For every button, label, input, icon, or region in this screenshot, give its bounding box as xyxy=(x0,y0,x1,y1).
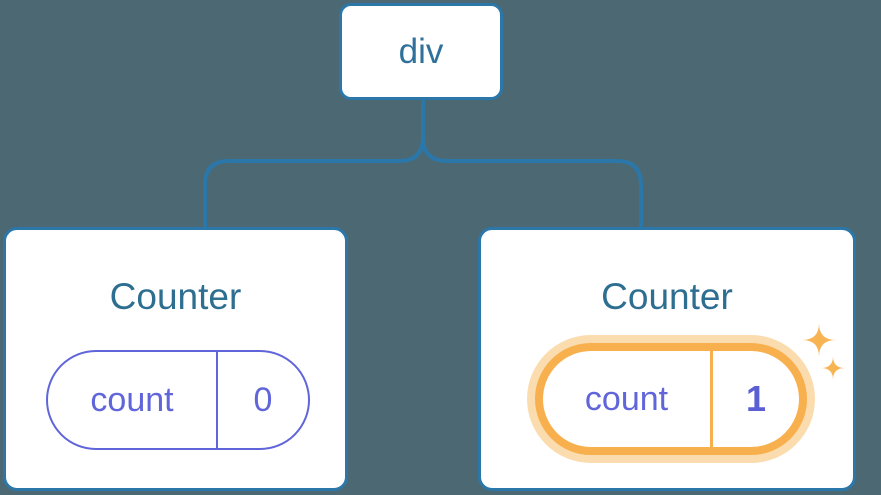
state-name: count xyxy=(90,380,174,419)
state-value: 1 xyxy=(710,351,799,447)
counter-card-right: Counter count 1 xyxy=(478,227,856,491)
root-node-label: div xyxy=(398,31,444,71)
component-title: Counter xyxy=(109,276,242,317)
connector-left-branch xyxy=(203,136,425,228)
state-pill: count 0 xyxy=(46,350,310,450)
state-value: 0 xyxy=(216,352,308,448)
state-name: count xyxy=(584,379,669,418)
sparkles-icon xyxy=(802,323,845,380)
connector-right-branch xyxy=(421,136,643,228)
counter-card-left: Counter count 0 xyxy=(3,227,348,491)
component-title: Counter xyxy=(601,276,733,317)
root-node-div: div xyxy=(339,3,503,100)
state-pill-updated: count 1 xyxy=(535,343,807,455)
